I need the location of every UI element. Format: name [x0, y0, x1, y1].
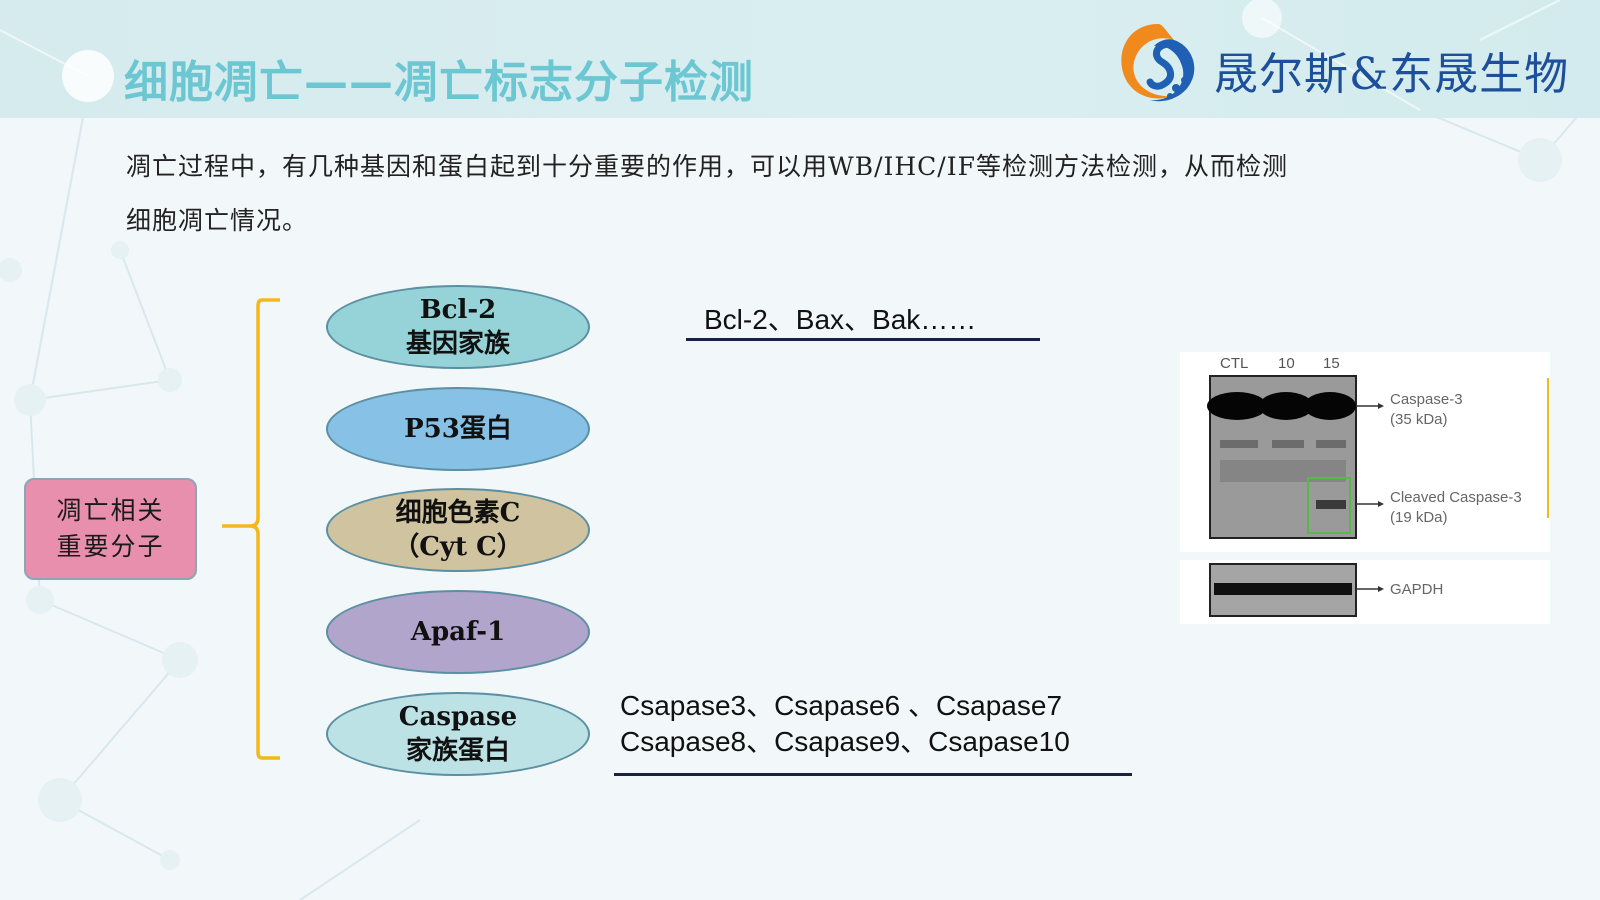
intro-line: 细胞凋亡情况。	[126, 206, 309, 235]
intro-paragraph: 凋亡过程中，有几种基因和蛋白起到十分重要的作用，可以用WB/IHC/IF等检测方…	[126, 140, 1456, 248]
label-arrow	[1378, 403, 1384, 409]
page-title: 细胞凋亡——凋亡标志分子检测	[124, 57, 754, 108]
blot-band	[1220, 440, 1258, 448]
node-label: （Cyt C）	[393, 532, 523, 562]
western-blot-image: CTL 10 15 Caspase-3 (35 kDa) Cleaved Cas…	[1180, 352, 1550, 624]
lane-label: 10	[1278, 355, 1295, 372]
blot-band	[1316, 440, 1346, 448]
band-label: Cleaved Caspase-3	[1390, 489, 1522, 506]
band-label: GAPDH	[1390, 581, 1443, 598]
blot-band	[1272, 440, 1304, 448]
blot-smear	[1220, 460, 1346, 482]
node-label: Caspase	[398, 702, 518, 732]
root-node-label: 凋亡相关	[56, 496, 165, 525]
note-line: Csapase3、Csapase6 、Csapase7	[620, 690, 1063, 721]
node-label: Bcl-2	[419, 295, 497, 325]
band-label: Caspase-3	[1390, 391, 1463, 408]
root-node-label: 重要分子	[56, 532, 165, 561]
node-apaf1: Apaf-1	[326, 590, 590, 674]
label-arrow	[1378, 586, 1384, 592]
lane-label: CTL	[1220, 355, 1248, 372]
node-bcl2-gene-family: Bcl-2 基因家族	[326, 285, 590, 369]
node-label: Apaf-1	[410, 617, 506, 647]
intro-line: 凋亡过程中，有几种基因和蛋白起到十分重要的作用，可以用WB/IHC/IF等检测方…	[126, 152, 1288, 181]
header-decoration	[0, 0, 1561, 111]
blot-band-cleaved	[1316, 500, 1346, 509]
node-cytochrome-c: 细胞色素C （Cyt C）	[326, 488, 590, 572]
bracket-connector	[222, 298, 280, 760]
band-label: (35 kDa)	[1390, 411, 1448, 428]
note-bcl2-members: Bcl-2、Bax、Bak……	[704, 304, 977, 335]
label-arrow	[1378, 501, 1384, 507]
note-underline	[686, 338, 1040, 341]
blot-band	[1259, 392, 1313, 420]
blot-band	[1207, 392, 1267, 420]
node-label: 基因家族	[405, 329, 510, 359]
note-underline	[614, 773, 1132, 776]
node-label: 细胞色素C	[395, 498, 521, 528]
company-logo	[1112, 18, 1204, 108]
root-node-apoptosis-molecules: 凋亡相关 重要分子	[24, 478, 197, 580]
node-caspase-family: Caspase 家族蛋白	[326, 692, 590, 776]
note-line: Csapase8、Csapase9、Csapase10	[620, 726, 1070, 757]
blot-band-gapdh	[1214, 583, 1352, 595]
band-label: (19 kDa)	[1390, 509, 1448, 526]
node-label: 家族蛋白	[405, 736, 510, 766]
node-p53-protein: P53蛋白	[326, 387, 590, 471]
note-caspase-members: Csapase3、Csapase6 、Csapase7 Csapase8、Csa…	[620, 688, 1070, 760]
highlight-box	[1307, 477, 1351, 534]
lane-label: 15	[1323, 355, 1340, 372]
logo-swirl-icon	[1121, 24, 1195, 102]
node-label: P53蛋白	[404, 414, 512, 444]
blot-band	[1304, 392, 1356, 420]
company-name: 晟尔斯&东晟生物	[1214, 49, 1570, 100]
